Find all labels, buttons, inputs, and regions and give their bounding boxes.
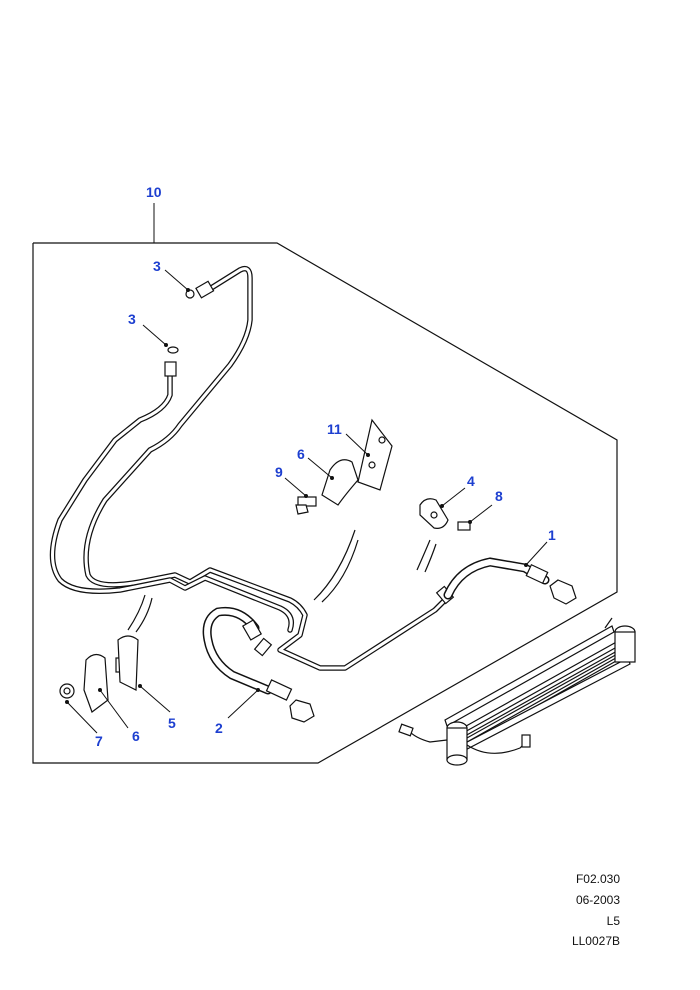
hose-1 xyxy=(443,557,577,605)
callout-1: 1 xyxy=(548,527,556,543)
hose-2 xyxy=(202,606,315,723)
callout-7: 7 xyxy=(95,733,103,749)
figure-number: F02.030 xyxy=(575,872,620,886)
stud-5 xyxy=(115,635,171,713)
bracket-11 xyxy=(345,418,393,491)
callout-9: 9 xyxy=(275,464,283,480)
issue-date: 06-2003 xyxy=(575,893,620,907)
nut-7 xyxy=(59,683,98,734)
clip-3-upper xyxy=(164,269,195,299)
callout-3-upper: 3 xyxy=(153,258,161,274)
bracket-4 xyxy=(419,487,466,529)
oil-cooler xyxy=(398,617,636,766)
callout-4: 4 xyxy=(467,473,475,489)
bolt-8 xyxy=(457,504,493,531)
kit-boundary xyxy=(32,203,618,764)
leader-2 xyxy=(227,688,260,719)
callout-11: 11 xyxy=(327,421,342,437)
leader-1 xyxy=(524,541,548,567)
clamp-6-upper xyxy=(307,457,359,506)
callout-10: 10 xyxy=(146,184,162,200)
callout-6-upper: 6 xyxy=(297,446,305,462)
clamp-6-lower xyxy=(83,653,129,729)
drawing-number: LL0027B xyxy=(571,934,620,948)
callout-5: 5 xyxy=(168,715,176,731)
clip-3-lower xyxy=(142,324,179,354)
callout-3-lower: 3 xyxy=(128,311,136,327)
callout-6-lower: 6 xyxy=(132,728,140,744)
model-code: L5 xyxy=(606,914,620,928)
oil-cooler-pipe xyxy=(49,265,455,671)
callout-8: 8 xyxy=(495,488,503,504)
break-marks xyxy=(127,529,437,633)
callout-2: 2 xyxy=(215,720,223,736)
bolt-9 xyxy=(284,477,317,515)
